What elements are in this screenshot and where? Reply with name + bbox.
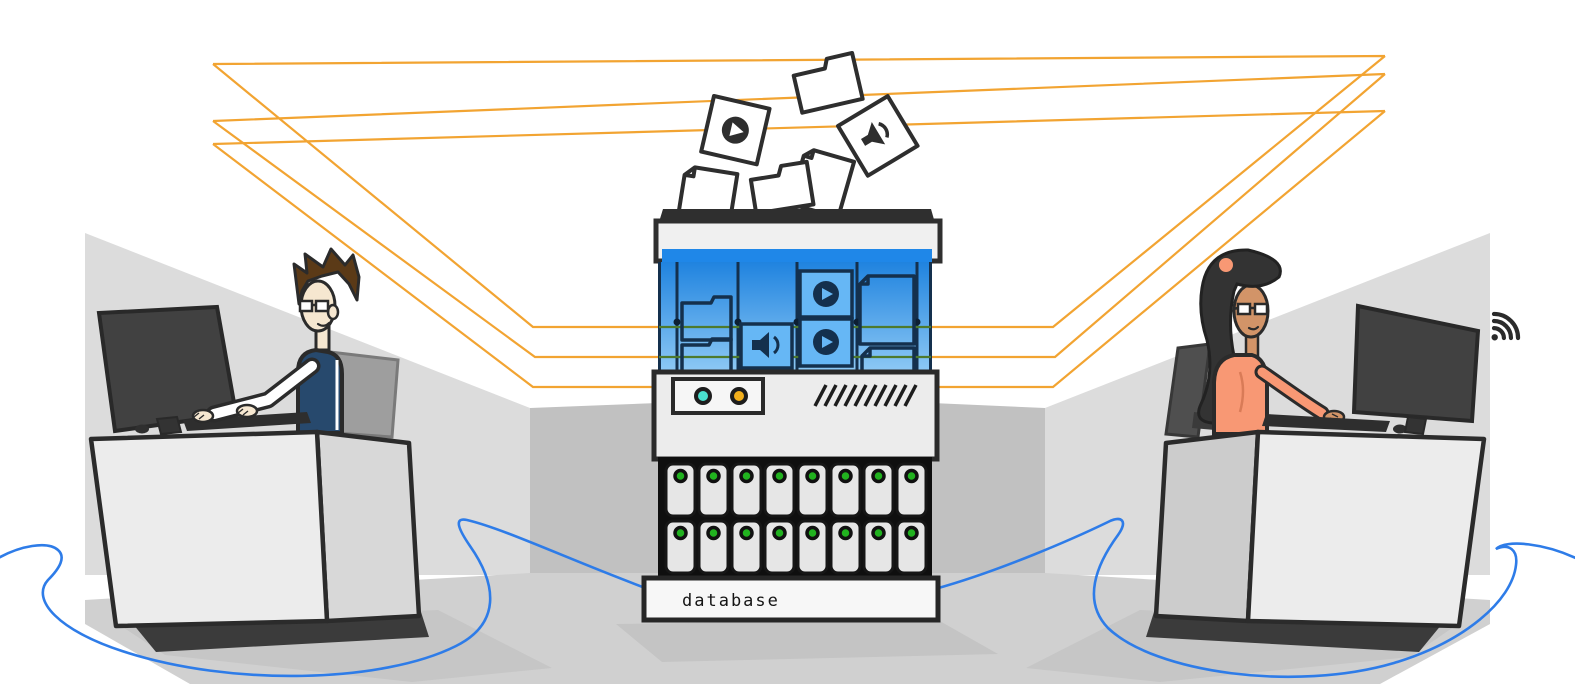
left-desk-front bbox=[88, 429, 330, 629]
left-workstation bbox=[88, 247, 429, 652]
right-mouse bbox=[1393, 424, 1407, 434]
right-monitor bbox=[1351, 303, 1481, 424]
folder-file-icon bbox=[791, 50, 865, 115]
indicator-box bbox=[671, 377, 765, 415]
drive-unit bbox=[763, 519, 796, 575]
woman-smile bbox=[1247, 325, 1260, 331]
man-hair bbox=[292, 247, 361, 306]
woman-torso-shading bbox=[1238, 371, 1245, 413]
drive-unit bbox=[829, 462, 862, 518]
woman-hair-tie bbox=[1219, 258, 1233, 272]
funnel-line-1 bbox=[212, 54, 1386, 329]
left-keyboard bbox=[183, 412, 311, 431]
right-desk-front bbox=[1245, 429, 1487, 629]
drive-unit bbox=[796, 519, 829, 575]
drive-unit bbox=[664, 462, 697, 518]
play-file-icon bbox=[699, 94, 772, 167]
media-panel bbox=[658, 262, 932, 376]
tower-blue-strip bbox=[662, 249, 932, 263]
drive-unit bbox=[796, 462, 829, 518]
right-back-wall bbox=[932, 403, 1045, 575]
speaker-file-icon bbox=[836, 94, 920, 178]
drive-unit bbox=[862, 462, 895, 518]
control-panel bbox=[651, 369, 940, 462]
network-cables bbox=[0, 517, 1575, 679]
drive-unit bbox=[730, 519, 763, 575]
drive-unit bbox=[697, 462, 730, 518]
right-workstation bbox=[1146, 248, 1521, 652]
right-monitor-stand bbox=[1403, 415, 1428, 436]
cable-right bbox=[934, 517, 1575, 679]
play-icon bbox=[798, 317, 854, 368]
drive-unit bbox=[895, 519, 928, 575]
man-smile bbox=[316, 321, 331, 327]
speaker-icon bbox=[739, 322, 794, 370]
left-monitor-stand bbox=[155, 415, 183, 436]
right-desk-side bbox=[1153, 429, 1261, 624]
right-keyboard bbox=[1262, 414, 1390, 432]
database-label-bar: database bbox=[641, 575, 941, 623]
woman-glasses-icon bbox=[1232, 302, 1269, 316]
teal-indicator-light bbox=[694, 387, 712, 405]
folder-file-icon bbox=[748, 159, 816, 216]
left-mouse bbox=[135, 424, 149, 434]
drive-unit bbox=[829, 519, 862, 575]
wifi-icon bbox=[1491, 311, 1521, 341]
drive-unit bbox=[895, 462, 928, 518]
man-ear bbox=[326, 303, 340, 321]
drive-unit bbox=[862, 519, 895, 575]
folder-icon bbox=[680, 295, 733, 374]
falling-files bbox=[676, 50, 920, 226]
vent-hatch-icon bbox=[813, 384, 918, 407]
funnel-line-3 bbox=[212, 109, 1386, 389]
woman-avatar bbox=[1197, 248, 1346, 436]
drive-bay bbox=[658, 457, 932, 578]
drive-unit bbox=[730, 462, 763, 518]
man-glasses-icon bbox=[298, 299, 330, 313]
drive-unit bbox=[664, 519, 697, 575]
cable-left bbox=[0, 518, 649, 678]
database-tower: database bbox=[641, 209, 943, 623]
play-icon bbox=[798, 269, 854, 319]
data-funnel-lines bbox=[212, 54, 1386, 389]
drive-unit bbox=[763, 462, 796, 518]
amber-indicator-light bbox=[730, 387, 748, 405]
left-desk-side bbox=[314, 429, 422, 624]
left-back-wall bbox=[530, 403, 658, 575]
drive-unit bbox=[697, 519, 730, 575]
database-label: database bbox=[682, 591, 780, 611]
man-arm bbox=[191, 357, 321, 424]
tower-shadow bbox=[616, 620, 998, 662]
